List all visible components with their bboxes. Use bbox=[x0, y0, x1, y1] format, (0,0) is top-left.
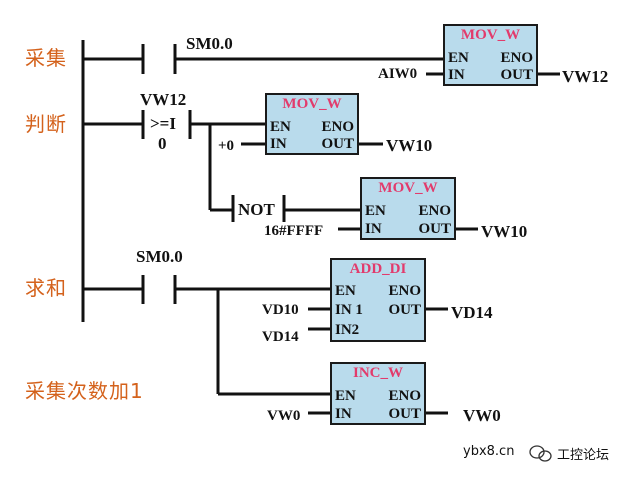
in-pin: IN bbox=[335, 406, 352, 422]
wechat-icon bbox=[529, 445, 552, 462]
block1-out-value: VW12 bbox=[562, 67, 609, 86]
mov-w-block-1: MOV_W EN ENO IN OUT bbox=[443, 24, 538, 86]
sm00-bottom-label: SM0.0 bbox=[136, 247, 183, 266]
block2-in-value: +0 bbox=[218, 138, 235, 154]
block5-out-value: VW0 bbox=[463, 406, 501, 425]
eno-pin: ENO bbox=[418, 203, 451, 219]
block-title: MOV_W bbox=[282, 96, 342, 112]
block-title: MOV_W bbox=[460, 27, 521, 43]
annotation-sum: 求和 bbox=[25, 276, 67, 300]
in1-pin: IN 1 bbox=[335, 302, 363, 318]
add-di-block: ADD_DI EN ENO IN 1 OUT IN2 bbox=[330, 258, 426, 342]
annotation-count-increment: 采集次数加1 bbox=[25, 379, 144, 403]
block5-in-value: VW0 bbox=[267, 408, 301, 424]
compare-operator-label: >=I bbox=[150, 114, 176, 133]
eno-pin: ENO bbox=[388, 388, 421, 404]
not-contact-label: NOT bbox=[238, 200, 275, 219]
watermark-site: ybx8.cn bbox=[463, 444, 515, 459]
block2-out-value: VW10 bbox=[386, 136, 433, 155]
annotation-judge: 判断 bbox=[25, 112, 67, 136]
block-title: INC_W bbox=[352, 365, 403, 381]
out-pin: OUT bbox=[500, 67, 533, 83]
eno-pin: ENO bbox=[388, 283, 421, 299]
in-pin: IN bbox=[270, 136, 287, 152]
compare-value-label: 0 bbox=[158, 134, 167, 153]
out-pin: OUT bbox=[388, 406, 421, 422]
watermark-forum: 工控论坛 bbox=[557, 448, 610, 463]
compare-address-label: VW12 bbox=[140, 90, 187, 109]
en-pin: EN bbox=[335, 283, 356, 299]
block4-in1-value: VD10 bbox=[262, 302, 299, 318]
in2-pin: IN2 bbox=[335, 322, 360, 338]
block3-out-value: VW10 bbox=[481, 222, 528, 241]
inc-w-block: INC_W EN ENO IN OUT bbox=[330, 362, 426, 425]
en-pin: EN bbox=[448, 50, 469, 66]
eno-pin: ENO bbox=[321, 119, 354, 135]
out-pin: OUT bbox=[321, 136, 354, 152]
block3-in-value: 16#FFFF bbox=[264, 223, 324, 239]
mov-w-block-3: MOV_W EN ENO IN OUT bbox=[360, 177, 456, 240]
out-pin: OUT bbox=[388, 302, 421, 318]
block-title: MOV_W bbox=[378, 180, 438, 196]
en-pin: EN bbox=[270, 119, 291, 135]
block-title: ADD_DI bbox=[349, 261, 407, 277]
mov-w-block-2: MOV_W EN ENO IN OUT bbox=[265, 93, 359, 155]
block4-in2-value: VD14 bbox=[262, 329, 299, 345]
en-pin: EN bbox=[335, 388, 356, 404]
block4-out-value: VD14 bbox=[451, 303, 493, 322]
out-pin: OUT bbox=[418, 221, 451, 237]
en-pin: EN bbox=[365, 203, 386, 219]
in-pin: IN bbox=[365, 221, 382, 237]
in-pin: IN bbox=[448, 67, 465, 83]
sm00-top-label: SM0.0 bbox=[186, 34, 233, 53]
block1-in-value: AIW0 bbox=[378, 66, 418, 82]
annotation-collect: 采集 bbox=[25, 46, 67, 70]
eno-pin: ENO bbox=[500, 50, 533, 66]
